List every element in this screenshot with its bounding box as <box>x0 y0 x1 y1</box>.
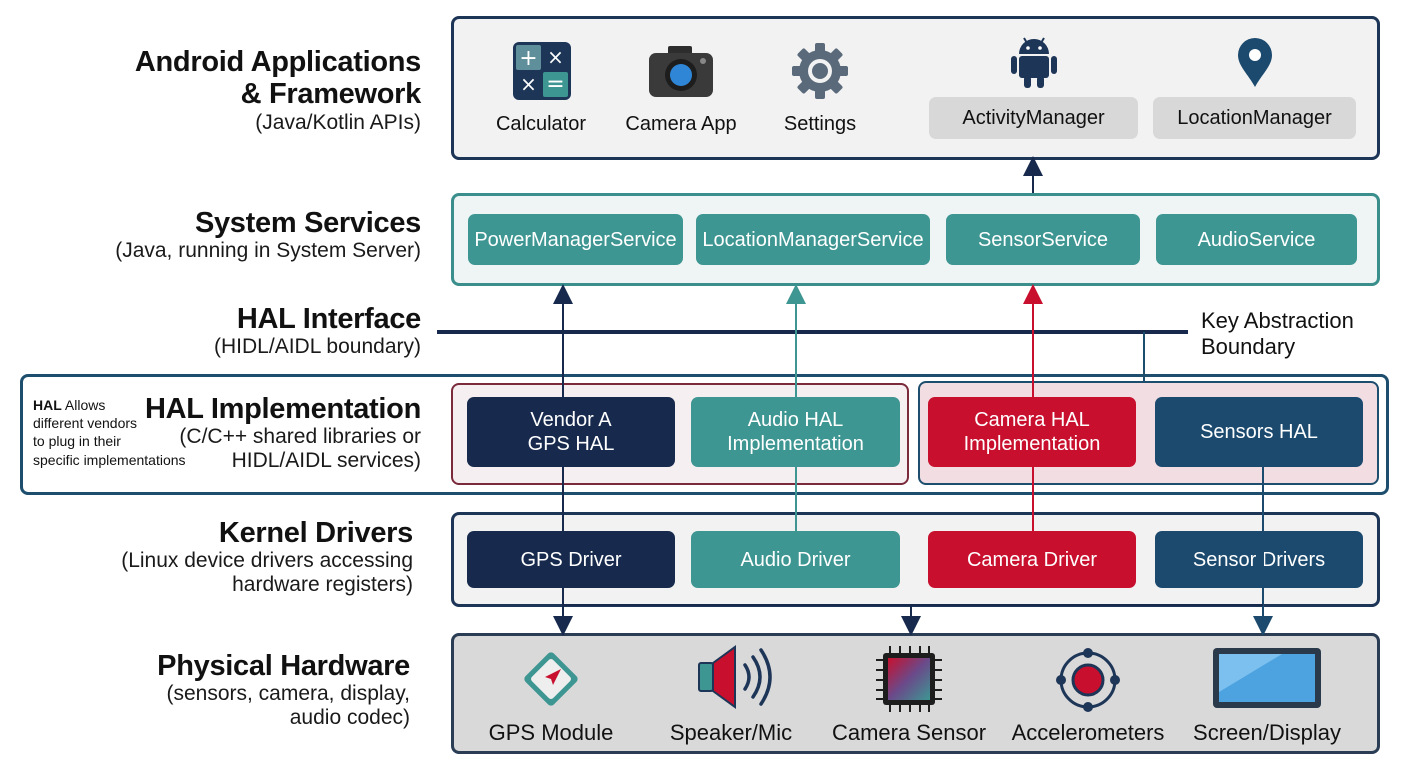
hal-interface-title: HAL Interface <box>236 303 421 335</box>
audio-driver-box: Audio Driver <box>691 531 900 588</box>
apps-layer-title: Android Applications & Framework <box>134 46 421 111</box>
camera-app-label: Camera App <box>625 113 737 135</box>
gps-driver-box: GPS Driver <box>467 531 675 588</box>
svg-text:=: = <box>546 72 564 97</box>
accelerometer-icon <box>1053 645 1123 715</box>
services-layer-title: System Services <box>194 207 421 239</box>
power-manager-service-box: PowerManagerService <box>468 214 683 265</box>
screen-display-label: Screen/Display <box>1193 720 1341 745</box>
audio-hal-box: Audio HAL Implementation <box>691 397 900 467</box>
calculator-label: Calculator <box>495 113 587 135</box>
gear-icon <box>791 42 849 100</box>
audio-service-box: AudioService <box>1156 214 1357 265</box>
apps-layer-subtitle: (Java/Kotlin APIs) <box>255 110 421 134</box>
hal-note-text: Allows different vendors to plug in thei… <box>33 397 186 468</box>
services-layer-subtitle: (Java, running in System Server) <box>115 239 421 263</box>
location-pin-icon <box>1236 36 1274 88</box>
kernel-layer-label: Kernel Drivers (Linux device drivers acc… <box>121 517 413 597</box>
sensors-hal-box: Sensors HAL <box>1155 397 1363 467</box>
apps-layer-label: Android Applications & Framework (Java/K… <box>135 46 421 134</box>
kernel-layer-title: Kernel Drivers <box>218 517 413 549</box>
hal-implementation-subtitle: (C/C++ shared libraries or HIDL/AIDL ser… <box>179 425 421 472</box>
camera-hal-box: Camera HAL Implementation <box>928 397 1136 467</box>
camera-sensor-label: Camera Sensor <box>831 720 987 745</box>
hal-implementation-label: HAL Implementation (C/C++ shared librari… <box>145 393 421 473</box>
sensor-service-box: SensorService <box>946 214 1140 265</box>
gps-module-label: GPS Module <box>488 720 614 745</box>
location-manager-service-box: LocationManagerService <box>696 214 930 265</box>
location-manager-box: LocationManager <box>1153 97 1356 139</box>
hal-implementation-title: HAL Implementation <box>144 393 421 425</box>
svg-text:×: × <box>547 45 564 69</box>
services-layer-label: System Services (Java, running in System… <box>115 207 421 263</box>
activity-manager-box: ActivityManager <box>929 97 1138 139</box>
hal-interface-subtitle: (HIDL/AIDL boundary) <box>214 335 421 359</box>
settings-label: Settings <box>783 113 857 135</box>
svg-text:×: × <box>520 72 537 96</box>
gps-module-icon <box>517 645 585 713</box>
kernel-layer-subtitle: (Linux device drivers accessing hardware… <box>121 549 413 596</box>
android-icon <box>1011 36 1057 88</box>
gps-hal-box: Vendor A GPS HAL <box>467 397 675 467</box>
screen-display-icon <box>1212 647 1322 709</box>
hardware-layer-title: Physical Hardware <box>157 650 410 682</box>
speaker-icon <box>697 643 775 711</box>
key-abstraction-boundary-note: Key Abstraction Boundary <box>1201 308 1354 360</box>
camera-icon <box>648 44 714 98</box>
hardware-layer-subtitle: (sensors, camera, display, audio codec) <box>166 682 410 729</box>
sensor-drivers-box: Sensor Drivers <box>1155 531 1363 588</box>
hal-interface-label: HAL Interface (HIDL/AIDL boundary) <box>214 303 421 359</box>
camera-sensor-chip-icon <box>874 644 944 714</box>
calculator-icon: + × × = <box>513 42 571 100</box>
hal-note-bold: HAL <box>33 397 62 413</box>
accelerometers-label: Accelerometers <box>1011 720 1165 745</box>
camera-driver-box: Camera Driver <box>928 531 1136 588</box>
svg-text:+: + <box>519 46 537 71</box>
speaker-mic-label: Speaker/Mic <box>669 720 793 745</box>
hal-vendor-note: HAL Allows different vendors to plug in … <box>33 396 186 469</box>
hardware-layer-label: Physical Hardware (sensors, camera, disp… <box>157 650 410 730</box>
